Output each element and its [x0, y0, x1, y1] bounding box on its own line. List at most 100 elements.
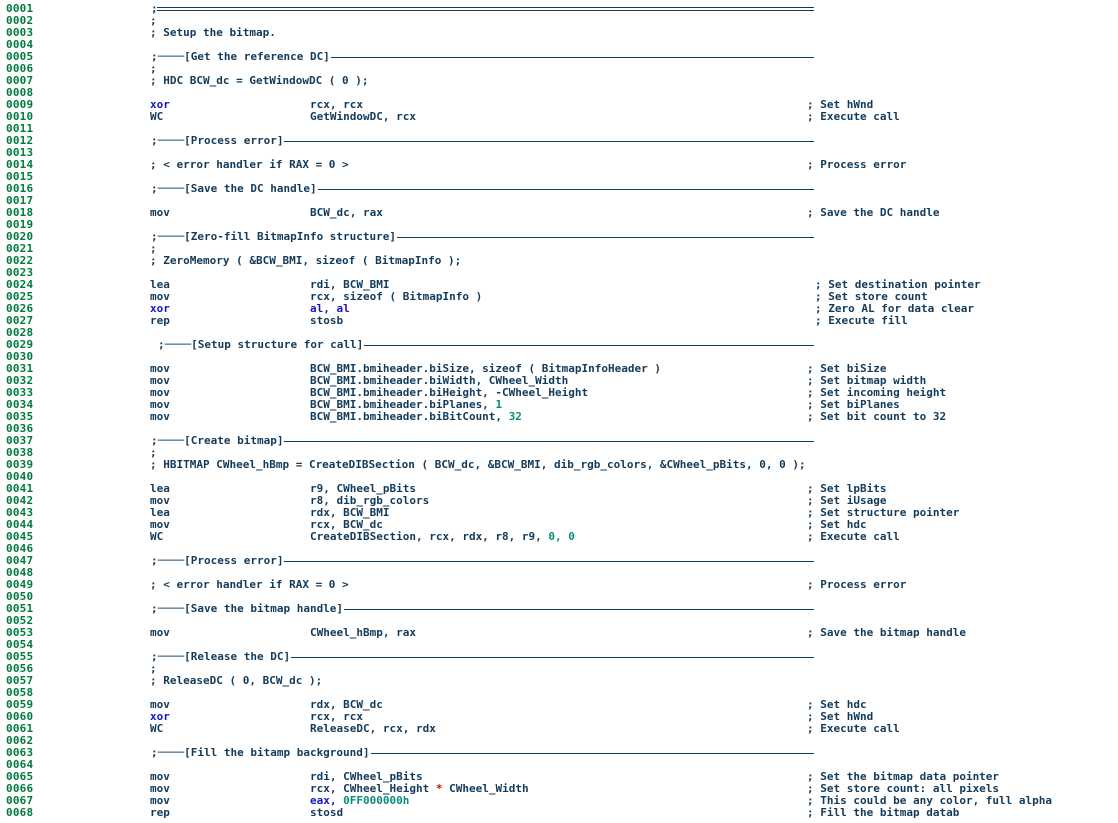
- code-line[interactable]: 0064: [0, 759, 1118, 771]
- code-line[interactable]: 0029;────[Setup structure for call]: [0, 339, 1118, 351]
- code-line[interactable]: 0047;────[Process error]: [0, 555, 1118, 567]
- code-line[interactable]: 0003; Setup the bitmap.: [0, 27, 1118, 39]
- code-line[interactable]: 0036: [0, 423, 1118, 435]
- operand-text: stosd: [310, 806, 344, 819]
- code-line[interactable]: 0039; HBITMAP CWheel_hBmp = CreateDIBSec…: [0, 459, 1118, 471]
- code-line[interactable]: 0016;────[Save the DC handle]: [0, 183, 1118, 195]
- line-comment: ; Set destination pointer: [815, 278, 981, 291]
- code-line[interactable]: 0001;: [0, 3, 1118, 15]
- code-line[interactable]: 0008: [0, 87, 1118, 99]
- instruction-mnemonic: xor: [150, 710, 170, 723]
- operand-text: BCW_BMI.bmiheader.biPlanes,: [310, 398, 496, 411]
- operand-text: CreateDIBSection, rcx, rdx, r8, r9,: [310, 530, 549, 543]
- line-comment: ; Set hdc: [807, 698, 867, 711]
- line-number: 0025: [6, 290, 34, 303]
- code-line[interactable]: 0056;: [0, 663, 1118, 675]
- code-line[interactable]: 0050: [0, 591, 1118, 603]
- operand-text: rcx, sizeof ( BitmapInfo ): [310, 290, 483, 303]
- code-line[interactable]: 0020;────[Zero-fill BitmapInfo structure…: [0, 231, 1118, 243]
- code-line[interactable]: 0013: [0, 147, 1118, 159]
- code-line[interactable]: 0021;: [0, 243, 1118, 255]
- code-line[interactable]: 0057; ReleaseDC ( 0, BCW_dc );: [0, 675, 1118, 687]
- code-line[interactable]: 0014; < error handler if RAX = 0 >; Proc…: [0, 159, 1118, 171]
- code-line[interactable]: 0058: [0, 687, 1118, 699]
- line-number: 0065: [6, 770, 34, 783]
- code-line[interactable]: 0022; ZeroMemory ( &BCW_BMI, sizeof ( Bi…: [0, 255, 1118, 267]
- code-line[interactable]: 0019: [0, 219, 1118, 231]
- code-line[interactable]: 0012;────[Process error]: [0, 135, 1118, 147]
- line-comment: ; Set incoming height: [807, 386, 947, 399]
- code-line[interactable]: 0063;────[Fill the bitamp background]: [0, 747, 1118, 759]
- code-line[interactable]: 0046: [0, 543, 1118, 555]
- line-number: 0061: [6, 722, 34, 735]
- code-line[interactable]: 0038;: [0, 447, 1118, 459]
- code-line[interactable]: 0005 ;────[Get the reference DC]: [0, 51, 1118, 63]
- operand-text: al, al: [310, 302, 350, 315]
- line-number: 0042: [6, 494, 34, 507]
- instruction-operands: BCW_BMI.bmiheader.biHeight, -CWheel_Heig…: [310, 387, 588, 399]
- line-number: 0041: [6, 482, 34, 495]
- code-line[interactable]: 0062: [0, 735, 1118, 747]
- section-header: ;────[Get the reference DC]: [151, 50, 330, 63]
- operand-text: r9, CWheel_pBits: [310, 482, 416, 495]
- code-line[interactable]: 0054: [0, 639, 1118, 651]
- code-line[interactable]: 0002;: [0, 15, 1118, 27]
- instruction-operands: CreateDIBSection, rcx, rdx, r8, r9, 0, 0: [310, 531, 575, 543]
- code-line[interactable]: 0006;: [0, 63, 1118, 75]
- operand-text: eax,: [310, 794, 344, 807]
- code-line[interactable]: 0048: [0, 567, 1118, 579]
- code-line[interactable]: 0011: [0, 123, 1118, 135]
- code-line[interactable]: 0030: [0, 351, 1118, 363]
- code-line[interactable]: 0015: [0, 171, 1118, 183]
- code-line[interactable]: 0028: [0, 327, 1118, 339]
- instruction-operands: BCW_BMI.bmiheader.biPlanes, 1: [310, 399, 502, 411]
- line-comment: ; Set hWnd: [807, 710, 874, 723]
- line-comment: ; Fill the bitmap datab: [807, 806, 960, 819]
- code-line[interactable]: 0004: [0, 39, 1118, 51]
- operand-text: stosb: [310, 314, 344, 327]
- code-line[interactable]: 0055;────[Release the DC]: [0, 651, 1118, 663]
- code-line[interactable]: 0007; HDC BCW_dc = GetWindowDC ( 0 );: [0, 75, 1118, 87]
- instruction-mnemonic: ; < error handler if RAX = 0 >: [150, 578, 349, 591]
- operand-text: ReleaseDC, rcx, rdx: [310, 722, 436, 735]
- line-number: 0005: [6, 50, 34, 63]
- code-line[interactable]: 0037;────[Create bitmap]: [0, 435, 1118, 447]
- line-number: 0047: [6, 554, 34, 567]
- instruction-mnemonic: mov: [150, 410, 170, 423]
- line-number: 0049: [6, 578, 34, 591]
- code-line[interactable]: 0049; < error handler if RAX = 0 >; Proc…: [0, 579, 1118, 591]
- line-number: 0030: [6, 350, 34, 363]
- code-line[interactable]: 0052: [0, 615, 1118, 627]
- instruction-operands: stosd: [310, 807, 343, 819]
- code-line[interactable]: 0051;────[Save the bitmap handle]: [0, 603, 1118, 615]
- code-line[interactable]: 0040: [0, 471, 1118, 483]
- code-line[interactable]: 0023: [0, 267, 1118, 279]
- code-line[interactable]: 0017: [0, 195, 1118, 207]
